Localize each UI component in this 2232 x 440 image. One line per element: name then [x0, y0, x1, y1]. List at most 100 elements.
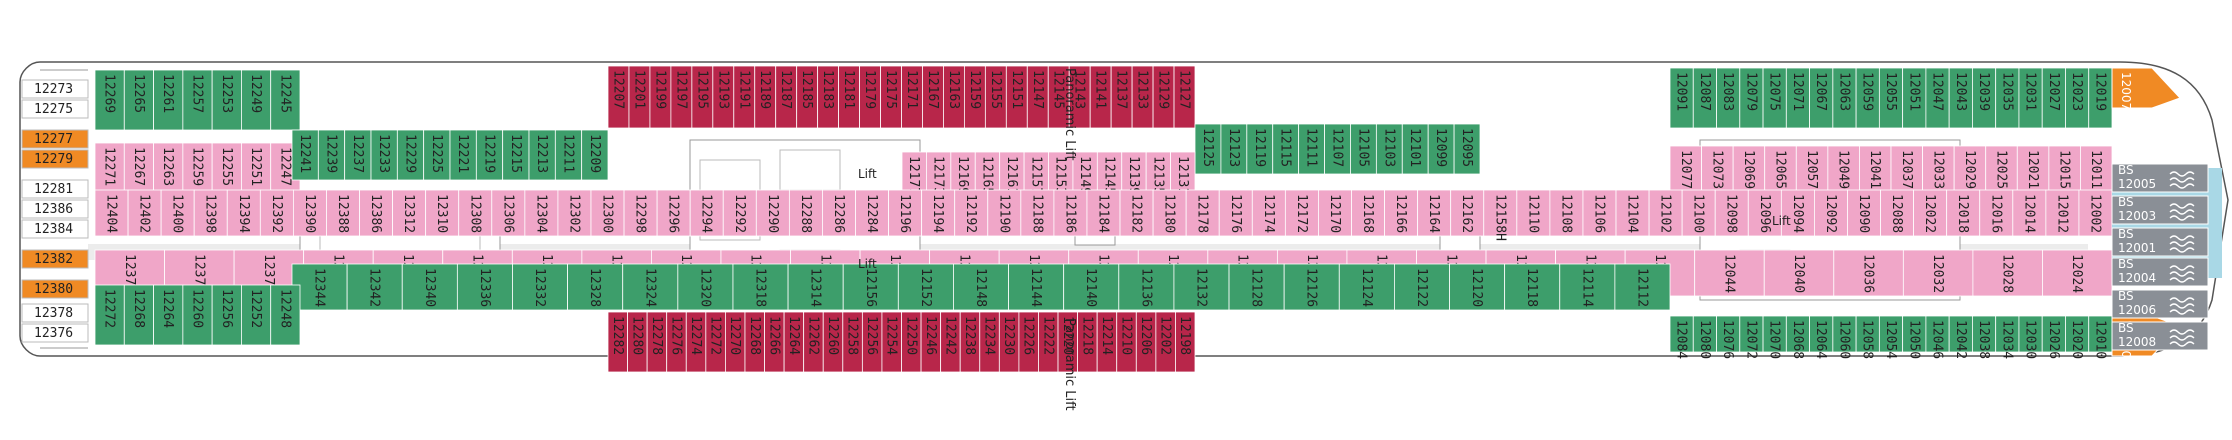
cabin-12268[interactable]: 12268: [123, 284, 154, 346]
cabin-12101[interactable]: 12101: [1401, 123, 1429, 175]
cabin-12192[interactable]: 12192: [954, 189, 989, 237]
cabin-12128[interactable]: 12128: [1228, 263, 1285, 311]
cabin-12237[interactable]: 12237: [344, 129, 372, 181]
cabin-12376[interactable]: 12376: [21, 323, 89, 343]
cabin-12055[interactable]: 12055: [1878, 67, 1904, 129]
cabin-12176[interactable]: 12176: [1218, 189, 1253, 237]
cabin-12096[interactable]: 12096: [1747, 189, 1782, 237]
cabin-12197[interactable]: 12197: [670, 65, 693, 129]
cabin-12120[interactable]: 12120: [1449, 263, 1506, 311]
cabin-12133[interactable]: 12133: [1131, 65, 1154, 129]
cabin-12268[interactable]: 12268: [744, 311, 765, 373]
cabin-12320[interactable]: 12320: [677, 263, 734, 311]
cabin-12151[interactable]: 12151: [1005, 65, 1028, 129]
cabin-12191[interactable]: 12191: [733, 65, 756, 129]
cabin-12199[interactable]: 12199: [649, 65, 672, 129]
cabin-12380[interactable]: 12380: [21, 279, 89, 299]
cabin-12012[interactable]: 12012: [2045, 189, 2080, 237]
cabin-12051[interactable]: 12051: [1902, 67, 1927, 129]
cabin-12260[interactable]: 12260: [182, 284, 213, 346]
cabin-12044[interactable]: 12044: [1694, 249, 1765, 297]
cabin-12262[interactable]: 12262: [803, 311, 824, 373]
cabin-12084[interactable]: 12084: [1669, 315, 1694, 359]
cabin-12083[interactable]: 12083: [1716, 67, 1741, 129]
cabin-12294[interactable]: 12294: [689, 189, 724, 237]
cabin-12318[interactable]: 12318: [732, 263, 789, 311]
cabin-12126[interactable]: 12126: [1283, 263, 1340, 311]
cabin-12075[interactable]: 12075: [1762, 67, 1787, 129]
cabin-12193[interactable]: 12193: [712, 65, 735, 129]
cabin-12328[interactable]: 12328: [567, 263, 624, 311]
cabin-12386[interactable]: 12386: [359, 189, 393, 237]
cabin-12288[interactable]: 12288: [788, 189, 823, 237]
cabin-12211[interactable]: 12211: [554, 129, 583, 181]
cabin-12234[interactable]: 12234: [979, 311, 1000, 373]
cabin-12261[interactable]: 12261: [153, 69, 184, 131]
cabin-12185[interactable]: 12185: [796, 65, 819, 129]
cabin-12079[interactable]: 12079: [1739, 67, 1764, 129]
cabin-12114[interactable]: 12114: [1559, 263, 1616, 311]
cabin-12166[interactable]: 12166: [1384, 189, 1419, 237]
cabin-12026[interactable]: 12026: [2041, 315, 2066, 359]
cabin-12018[interactable]: 12018: [1946, 189, 1981, 237]
cabin-12272[interactable]: 12272: [705, 311, 726, 373]
cabin-12266[interactable]: 12266: [764, 311, 785, 373]
cabin-12136[interactable]: 12136: [1118, 263, 1175, 311]
cabin-12072[interactable]: 12072: [1739, 315, 1764, 359]
cabin-12170[interactable]: 12170: [1318, 189, 1352, 237]
cabin-12209[interactable]: 12209: [581, 129, 609, 181]
cabin-12180[interactable]: 12180: [1152, 189, 1187, 237]
cabin-12087[interactable]: 12087: [1692, 67, 1717, 129]
cabin-12194[interactable]: 12194: [921, 189, 956, 237]
cabin-12400[interactable]: 12400: [160, 189, 195, 237]
cabin-12202[interactable]: 12202: [1155, 311, 1176, 373]
cabin-12167[interactable]: 12167: [922, 65, 944, 129]
cabin-12392[interactable]: 12392: [259, 189, 294, 237]
cabin-12020[interactable]: 12020: [2065, 315, 2090, 359]
cabin-12140[interactable]: 12140: [1063, 263, 1120, 311]
cabin-12342[interactable]: 12342: [346, 263, 403, 311]
cabin-12022[interactable]: 12022: [1913, 189, 1948, 237]
cabin-12168[interactable]: 12168: [1351, 189, 1385, 237]
cabin-12292[interactable]: 12292: [722, 189, 757, 237]
cabin-12382[interactable]: 12382: [21, 249, 89, 269]
cabin-12108[interactable]: 12108: [1549, 189, 1584, 237]
cabin-12002[interactable]: 12002: [2078, 189, 2113, 237]
cabin-12198[interactable]: 12198: [1175, 311, 1196, 373]
cabin-12252[interactable]: 12252: [241, 284, 272, 346]
cabin-12105[interactable]: 12105: [1350, 123, 1377, 175]
cabin-12332[interactable]: 12332: [512, 263, 568, 311]
cabin-12190[interactable]: 12190: [987, 189, 1022, 237]
cabin-12206[interactable]: 12206: [1135, 311, 1157, 373]
cabin-12310[interactable]: 12310: [425, 189, 460, 237]
cabin-12035[interactable]: 12035: [1995, 67, 2020, 129]
cabin-12324[interactable]: 12324: [622, 263, 679, 311]
cabin-12111[interactable]: 12111: [1298, 123, 1325, 175]
cabin-12080[interactable]: 12080: [1692, 315, 1717, 359]
cabin-12275[interactable]: 12275: [21, 99, 89, 119]
cabin-12308[interactable]: 12308: [458, 189, 493, 237]
cabin-12016[interactable]: 12016: [1979, 189, 2014, 237]
cabin-12090[interactable]: 12090: [1847, 189, 1881, 237]
cabin-12063[interactable]: 12063: [1832, 67, 1857, 129]
cabin-12221[interactable]: 12221: [449, 129, 477, 181]
cabin-12304[interactable]: 12304: [524, 189, 559, 237]
cabin-12248[interactable]: 12248: [270, 284, 301, 346]
cabin-12226[interactable]: 12226: [1018, 311, 1039, 373]
cabin-12213[interactable]: 12213: [528, 129, 556, 181]
cabin-12054[interactable]: 12054: [1878, 315, 1904, 359]
cabin-12284[interactable]: 12284: [855, 189, 889, 237]
cabin-12264[interactable]: 12264: [783, 311, 805, 373]
cabin-12390[interactable]: 12390: [292, 189, 327, 237]
cabin-12188[interactable]: 12188: [1020, 189, 1055, 237]
cabin-12132[interactable]: 12132: [1173, 263, 1230, 311]
cabin-12254[interactable]: 12254: [881, 311, 902, 373]
cabin-12183[interactable]: 12183: [817, 65, 840, 129]
cabin-12094[interactable]: 12094: [1780, 189, 1815, 237]
cabin-12273[interactable]: 12273: [21, 79, 89, 99]
cabin-12219[interactable]: 12219: [475, 129, 504, 181]
cabin-12125[interactable]: 12125: [1194, 123, 1222, 175]
